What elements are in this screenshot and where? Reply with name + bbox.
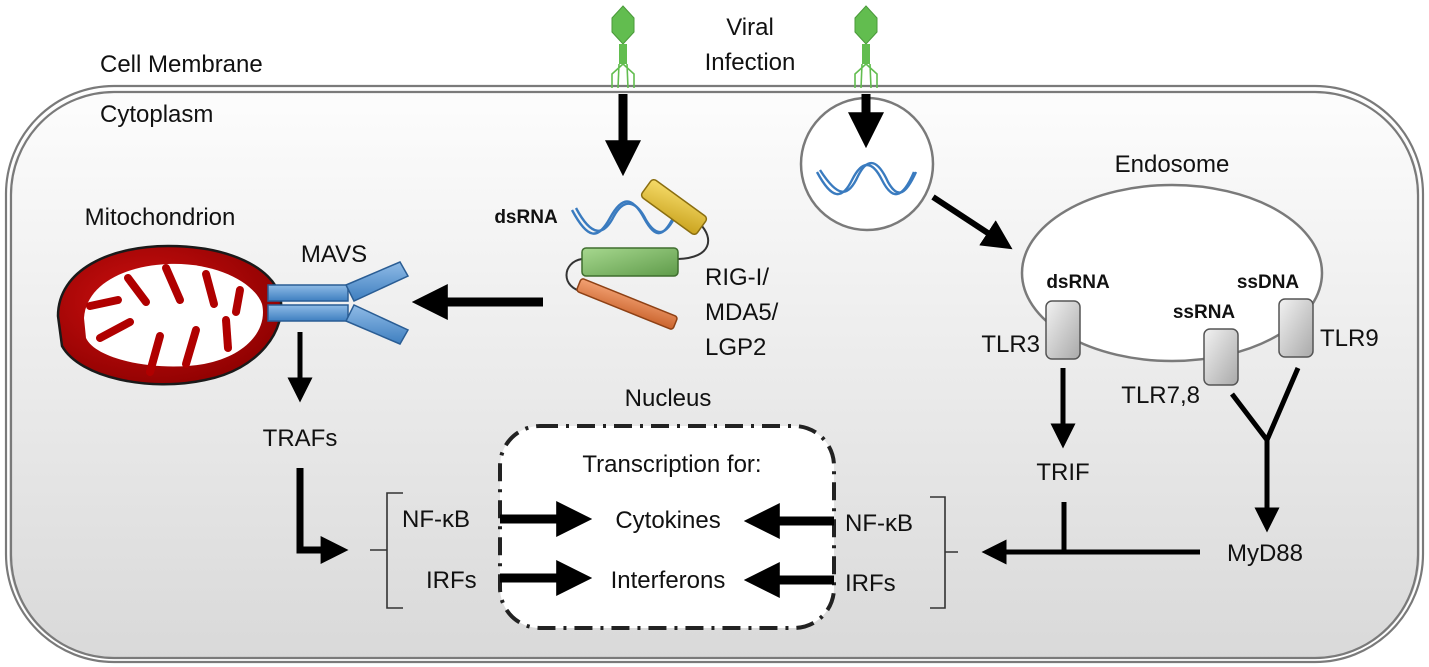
- tlr78-receptor: [1203, 328, 1239, 386]
- sensor-label-line1: RIG-I/: [705, 264, 769, 291]
- tlr3-ligand-label: dsRNA: [1046, 272, 1110, 293]
- cell-membrane-inner: [9, 90, 1420, 660]
- tlr78-ligand-label: ssRNA: [1173, 302, 1236, 323]
- rigi-card-domain: [640, 178, 708, 236]
- nucleus-heading: Transcription for:: [582, 451, 761, 478]
- tlr78-label: TLR7,8: [1121, 382, 1200, 409]
- cytosolic-dsrna-icon: [570, 200, 680, 235]
- right-bracket: [930, 496, 958, 609]
- trafs-connector: [296, 468, 330, 554]
- endosome: [1020, 183, 1324, 363]
- tlr78-tlr9-convergence: [1230, 367, 1301, 508]
- virus-icon: [854, 5, 878, 89]
- right-irfs-label: IRFs: [845, 570, 896, 597]
- cytokines-label: Cytokines: [615, 507, 720, 534]
- mavs-icon: [267, 261, 410, 345]
- endosome-label: Endosome: [1115, 151, 1230, 178]
- cell-membrane-outer: [4, 84, 1425, 664]
- tlr9-ligand-label: ssDNA: [1237, 272, 1300, 293]
- rigi-helicase-domain: [581, 247, 679, 277]
- mavs-label: MAVS: [301, 241, 367, 268]
- left-nfkb-label: NF-κB: [402, 506, 470, 533]
- cell-membrane-label: Cell Membrane: [100, 51, 263, 78]
- virus-icon: [611, 5, 635, 89]
- tlr3-receptor: [1045, 300, 1081, 360]
- trif-label: TRIF: [1036, 459, 1089, 486]
- mitochondrion-label: Mitochondrion: [85, 204, 236, 231]
- right-nfkb-label: NF-κB: [845, 510, 913, 537]
- trafs-label: TRAFs: [263, 425, 338, 452]
- myd88-label: MyD88: [1227, 540, 1303, 567]
- viral-genome-icon: [815, 162, 918, 196]
- left-irfs-label: IRFs: [426, 567, 477, 594]
- tlr9-receptor: [1278, 298, 1314, 358]
- left-bracket: [370, 492, 403, 609]
- viral-infection-label-line1: Viral: [726, 14, 774, 41]
- tlr9-label: TLR9: [1320, 325, 1379, 352]
- sensor-label-line2: MDA5/: [705, 299, 779, 326]
- viral-infection-label-line2: Infection: [705, 49, 796, 76]
- arrow-vesicle-to-endosome: [931, 194, 1013, 250]
- tlr3-label: TLR3: [981, 331, 1040, 358]
- nucleus-label: Nucleus: [625, 385, 712, 412]
- rigi-ctd-domain: [576, 278, 678, 330]
- rigi-linker-top: [677, 223, 710, 260]
- interferons-label: Interferons: [611, 567, 726, 594]
- mitochondrion-icon: [56, 244, 283, 386]
- cytoplasm-label: Cytoplasm: [100, 101, 213, 128]
- cytosolic-dsrna-label: dsRNA: [494, 207, 558, 228]
- sensor-label-line3: LGP2: [705, 334, 766, 361]
